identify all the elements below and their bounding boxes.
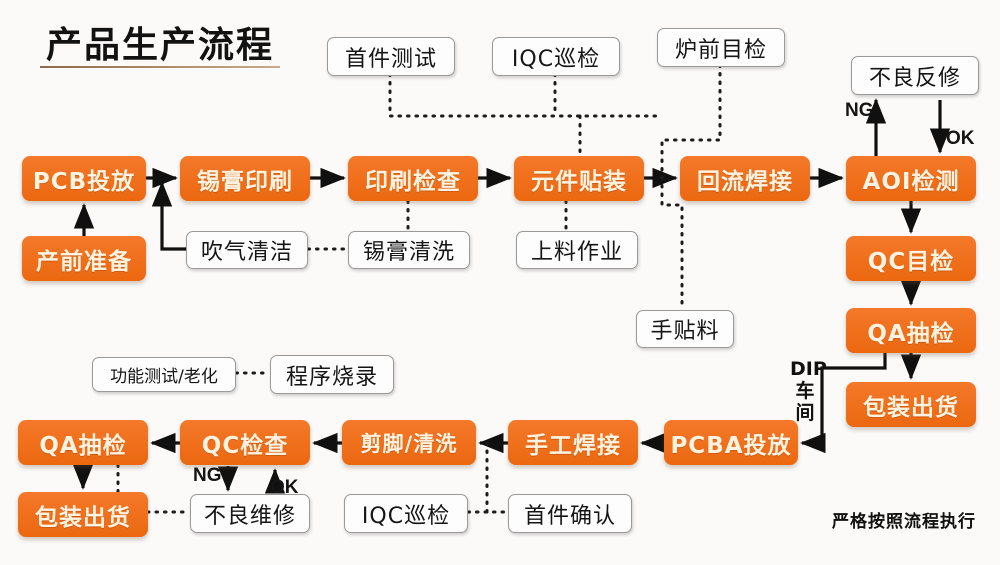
process-box-cut-clean[interactable]: 剪脚/清洗 [342, 420, 476, 465]
note-iqc-patrol-bottom[interactable]: IQC巡检 [344, 494, 468, 533]
process-box-qc-visual[interactable]: QC目检 [846, 236, 976, 281]
page-title: 产品生产流程 [46, 25, 275, 66]
footer-note: 严格按照流程执行 [832, 512, 976, 532]
note-function-test-burnin[interactable]: 功能测试/老化 [92, 357, 236, 392]
process-box-pcba-feed[interactable]: PCBA投放 [664, 420, 798, 465]
note-air-blow-clean[interactable]: 吹气清洁 [186, 231, 308, 269]
label-ok-aoi: OK [946, 128, 975, 149]
process-box-solder-print[interactable]: 锡膏印刷 [180, 156, 310, 201]
process-box-reflow[interactable]: 回流焊接 [680, 156, 810, 201]
process-box-qc-check[interactable]: QC检查 [180, 420, 310, 465]
note-program-burn[interactable]: 程序烧录 [270, 355, 394, 394]
note-paste-clean[interactable]: 锡膏清洗 [348, 231, 470, 269]
note-first-article-test[interactable]: 首件测试 [327, 37, 455, 76]
note-iqc-patrol-top[interactable]: IQC巡检 [492, 37, 620, 76]
process-box-packing-2[interactable]: 包装出货 [18, 492, 148, 537]
process-box-place-parts[interactable]: 元件贴装 [514, 156, 644, 201]
label-dip-line1: DIP [790, 358, 827, 380]
note-feeder-work[interactable]: 上料作业 [516, 231, 638, 269]
process-box-pcb-feed[interactable]: PCB投放 [22, 156, 146, 201]
note-hand-place[interactable]: 手贴料 [636, 310, 734, 348]
title-underline [40, 66, 280, 68]
note-defect-repair[interactable]: 不良维修 [190, 494, 310, 533]
process-box-print-check[interactable]: 印刷检查 [348, 156, 478, 201]
process-box-packing[interactable]: 包装出货 [846, 382, 976, 427]
label-dip-workshop: DIP 车 间 [790, 358, 827, 424]
label-ng-aoi: NG [845, 100, 874, 121]
process-box-hand-solder[interactable]: 手工焊接 [508, 420, 638, 465]
process-box-pre-prep[interactable]: 产前准备 [22, 236, 146, 281]
process-box-qa-sample[interactable]: QA抽检 [846, 308, 976, 353]
label-ng-qc-check: NG [193, 465, 222, 486]
process-box-aoi[interactable]: AOI检测 [846, 156, 976, 201]
process-box-qa-sample-2[interactable]: QA抽检 [18, 420, 148, 465]
label-ok-qc-check: OK [270, 477, 299, 498]
label-dip-line2: 车 [795, 380, 815, 402]
label-dip-line3: 间 [795, 402, 815, 424]
note-first-article-confirm[interactable]: 首件确认 [508, 494, 632, 533]
note-pre-oven-visual[interactable]: 炉前目检 [657, 28, 785, 67]
note-defect-rework[interactable]: 不良反修 [851, 56, 979, 95]
